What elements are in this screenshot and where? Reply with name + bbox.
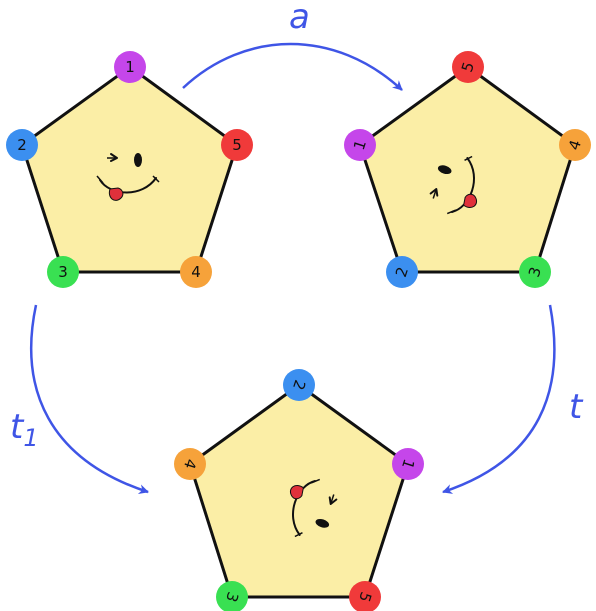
vertex-circle bbox=[452, 51, 484, 83]
pentagon-top-right bbox=[358, 65, 577, 274]
pentagon-top-left bbox=[20, 65, 239, 274]
arrow-a bbox=[182, 42, 403, 91]
vertex-circle bbox=[47, 256, 79, 288]
arrow-t1 bbox=[29, 304, 149, 494]
vertex-circle bbox=[114, 51, 146, 83]
vertex-circle bbox=[174, 448, 206, 480]
vertex-badge-3: 3 bbox=[216, 581, 248, 611]
vertex-badge-2: 2 bbox=[6, 129, 38, 161]
pentagon-shape bbox=[20, 65, 239, 274]
vertex-label: 2 bbox=[17, 136, 27, 154]
vertex-label: 1 bbox=[125, 58, 135, 76]
vertex-badge-4: 4 bbox=[180, 256, 212, 288]
vertex-badge-3: 3 bbox=[47, 256, 79, 288]
vertex-badge-5: 5 bbox=[452, 51, 484, 83]
vertex-badge-2: 2 bbox=[283, 369, 315, 401]
vertex-badge-5: 5 bbox=[349, 581, 381, 611]
vertex-badge-2: 2 bbox=[386, 256, 418, 288]
vertex-label: 5 bbox=[232, 136, 242, 154]
vertex-badge-3: 3 bbox=[519, 256, 551, 288]
label-t1-sub: 1 bbox=[23, 424, 38, 452]
vertex-label: 3 bbox=[58, 263, 68, 281]
vertex-circle bbox=[283, 369, 315, 401]
label-t1: t1 bbox=[10, 407, 39, 452]
label-t1-main: t bbox=[10, 407, 25, 447]
pentagon-shape bbox=[358, 65, 577, 274]
label-a: a bbox=[289, 0, 310, 37]
vertex-circle bbox=[386, 256, 418, 288]
label-t: t bbox=[569, 387, 584, 427]
pentagon-bottom bbox=[188, 383, 410, 599]
vertex-badge-1: 1 bbox=[344, 129, 376, 161]
vertex-circle bbox=[6, 129, 38, 161]
vertex-circle bbox=[180, 256, 212, 288]
vertex-badge-4: 4 bbox=[559, 129, 591, 161]
vertex-circle bbox=[221, 129, 253, 161]
vertex-badge-4: 4 bbox=[174, 448, 206, 480]
vertex-circle bbox=[349, 581, 381, 611]
winking-face bbox=[96, 153, 160, 201]
vertex-badges: 1 5 4 3 2 5 4 3 2 1 2 1 5 3 4 bbox=[6, 51, 591, 611]
vertex-label: 4 bbox=[191, 263, 201, 281]
winking-face-rotated bbox=[429, 155, 477, 215]
vertex-circle bbox=[559, 129, 591, 161]
vertex-badge-5: 5 bbox=[221, 129, 253, 161]
vertex-circle bbox=[344, 129, 376, 161]
vertex-badge-1: 1 bbox=[392, 448, 424, 480]
vertex-circle bbox=[392, 448, 424, 480]
winking-face-flipped bbox=[290, 478, 338, 538]
vertex-circle bbox=[216, 581, 248, 611]
arrow-t bbox=[442, 304, 556, 494]
vertex-circle bbox=[519, 256, 551, 288]
vertex-badge-1: 1 bbox=[114, 51, 146, 83]
